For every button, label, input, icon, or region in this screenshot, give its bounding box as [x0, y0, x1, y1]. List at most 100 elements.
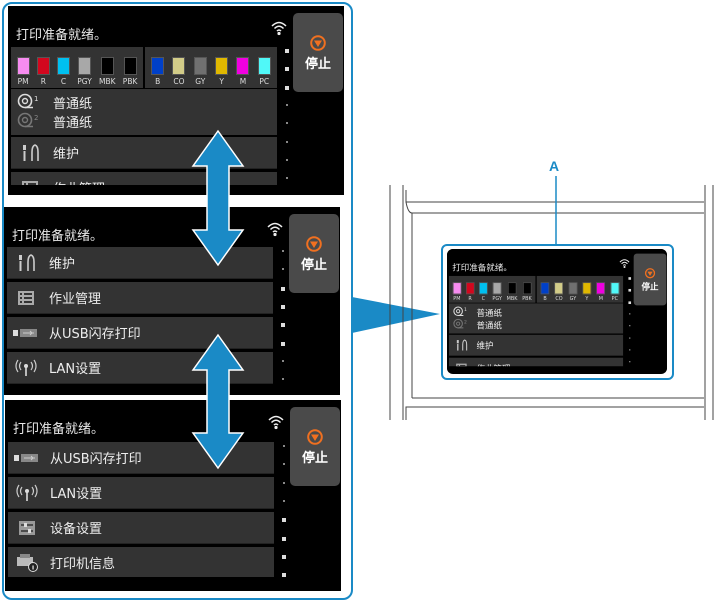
scroll-dot	[629, 361, 631, 363]
ink-swatch	[540, 282, 550, 295]
menu-item-tools[interactable]: 维护	[7, 247, 273, 279]
ink-tank: Y	[582, 276, 592, 303]
ink-swatch	[596, 282, 606, 295]
ink-tank: M	[596, 276, 606, 303]
ink-label: PM	[453, 295, 461, 302]
scroll-dot	[629, 325, 631, 327]
stop-icon	[310, 35, 326, 55]
ink-label: R	[468, 295, 472, 302]
ink-swatch	[568, 282, 578, 295]
scroll-dot	[629, 337, 631, 339]
scroll-dot	[283, 481, 285, 484]
ink-tank: C	[479, 276, 488, 303]
scroll-dot	[286, 158, 288, 161]
menu-item-device-settings[interactable]: 设备设置	[8, 512, 274, 544]
job-list-icon	[13, 289, 39, 307]
ink-tank: CO	[554, 276, 564, 303]
stop-label: 停止	[301, 451, 328, 466]
scroll-dot	[286, 122, 288, 125]
ink-swatch	[479, 282, 488, 295]
device-settings-icon	[14, 519, 40, 537]
ink-label: B	[543, 295, 547, 302]
printer-outline	[389, 185, 714, 420]
menu-item-tools[interactable]: 维护	[448, 334, 624, 356]
ink-label: PBK	[522, 295, 532, 302]
menu-item-label: 维护	[49, 257, 76, 272]
stop-label: 停止	[304, 57, 331, 72]
ink-tank: R	[465, 276, 475, 303]
stop-button[interactable]: 停止	[289, 214, 339, 293]
wifi-icon	[267, 414, 285, 430]
menu-list: PMRCPGYMBKPBKBCOGYYMPC1普通纸2普通纸维护作业管理	[11, 47, 277, 185]
scroll-dot	[281, 341, 285, 346]
ink-label: B	[155, 77, 161, 86]
menu-item-job-list[interactable]: 作业管理	[7, 282, 273, 314]
scroll-dot	[286, 177, 288, 180]
ink-label: PM	[17, 77, 29, 86]
ink-label: PGY	[77, 77, 92, 86]
stop-button[interactable]: 停止	[633, 253, 667, 306]
status-title: 打印准备就绪。	[452, 263, 512, 274]
ink-tank: PBK	[123, 47, 137, 88]
ink-swatch	[123, 57, 137, 75]
menu-item-usb[interactable]: 从USB闪存打印	[7, 317, 273, 349]
ink-tank: GY	[193, 47, 207, 88]
status-title: 打印准备就绪。	[12, 229, 104, 244]
scroll-dot	[629, 313, 631, 315]
menu-item-label: 维护	[53, 147, 80, 162]
svg-text:1: 1	[34, 95, 38, 103]
ink-swatch	[507, 282, 517, 295]
scroll-dot	[282, 250, 284, 252]
ink-tank: Y	[215, 47, 229, 88]
job-list-icon	[17, 179, 43, 185]
tools-icon	[453, 339, 470, 351]
scroll-dot	[281, 323, 285, 328]
menu-item-antenna[interactable]: LAN设置	[8, 477, 274, 509]
scroll-dot	[629, 349, 631, 351]
ink-tank: PM	[452, 276, 462, 303]
ink-swatch	[582, 282, 592, 295]
printer-info-icon	[14, 553, 40, 572]
ink-swatch	[215, 57, 229, 75]
paper-type-label: 普通纸	[476, 321, 503, 331]
menu-item-label: 维护	[476, 341, 494, 352]
stop-button[interactable]: 停止	[290, 407, 340, 486]
ink-tank: R	[36, 47, 50, 88]
menu-item-label: 作业管理	[476, 362, 510, 366]
ink-swatch	[522, 282, 532, 295]
ink-swatch	[236, 57, 250, 75]
job-list-icon	[453, 362, 470, 367]
paper-type-label: 普通纸	[476, 308, 503, 319]
ink-label: MBK	[506, 295, 518, 302]
ink-swatch	[16, 57, 30, 75]
callout-label: A	[549, 158, 560, 174]
menu-item-printer-info[interactable]: 打印机信息	[8, 547, 274, 577]
scroll-dot	[286, 140, 288, 143]
stop-button[interactable]: 停止	[293, 13, 343, 92]
menu-item-label: 打印机信息	[50, 557, 116, 572]
zoom-pointer	[352, 297, 440, 333]
scroll-dot	[628, 289, 632, 292]
ink-tank: M	[236, 47, 250, 88]
menu-item-label: 作业管理	[53, 178, 105, 185]
menu-item-label: 设备设置	[50, 522, 103, 537]
scroll-dot	[281, 304, 285, 309]
ink-tank: PC	[610, 276, 620, 303]
scroll-dot	[285, 67, 289, 72]
ink-label: CO	[173, 77, 185, 86]
svg-text:2: 2	[34, 114, 38, 122]
ink-tank: PGY	[492, 276, 502, 303]
menu-item-job-list[interactable]: 作业管理	[448, 357, 624, 367]
ink-swatch	[610, 282, 620, 295]
